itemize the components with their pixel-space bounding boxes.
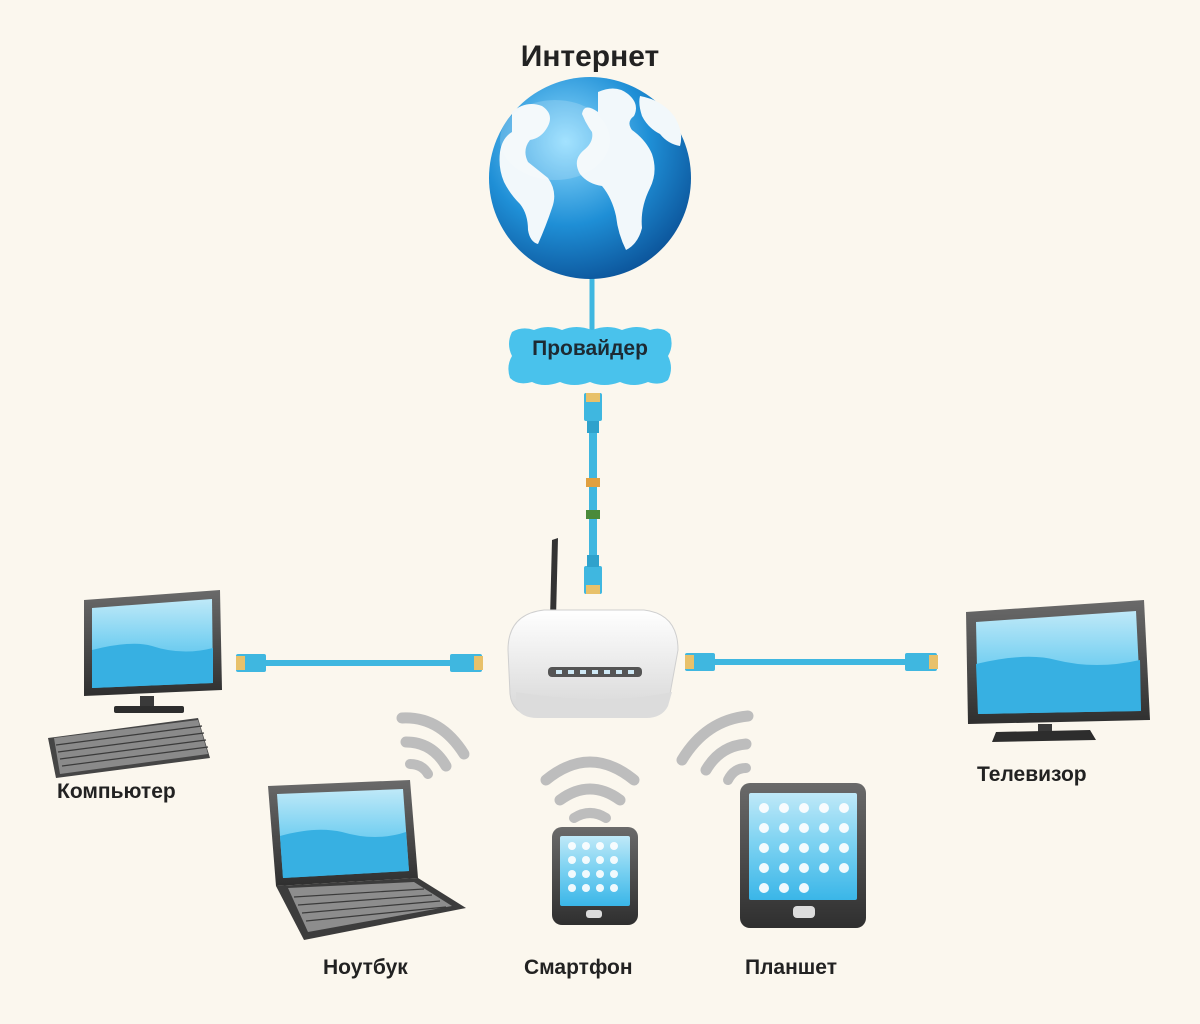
wifi-waves-right [682,716,748,780]
provider-label: Провайдер [515,337,665,361]
smartphone-label: Смартфон [524,956,633,980]
globe-icon [489,77,691,330]
tv-icon [966,600,1150,742]
cable-provider-router [584,393,602,594]
tablet-icon [740,783,866,928]
laptop-icon [268,780,466,940]
cable-router-computer [236,654,483,672]
smartphone-icon [552,827,638,925]
cable-router-tv [685,653,938,671]
tv-label: Телевизор [977,763,1087,787]
computer-icon [48,590,222,778]
wifi-waves-center [546,762,634,818]
tablet-label: Планшет [745,956,837,980]
laptop-label: Ноутбук [323,956,408,980]
internet-title: Интернет [0,40,1180,74]
wifi-waves-left [402,718,464,774]
computer-label: Компьютер [57,780,176,804]
